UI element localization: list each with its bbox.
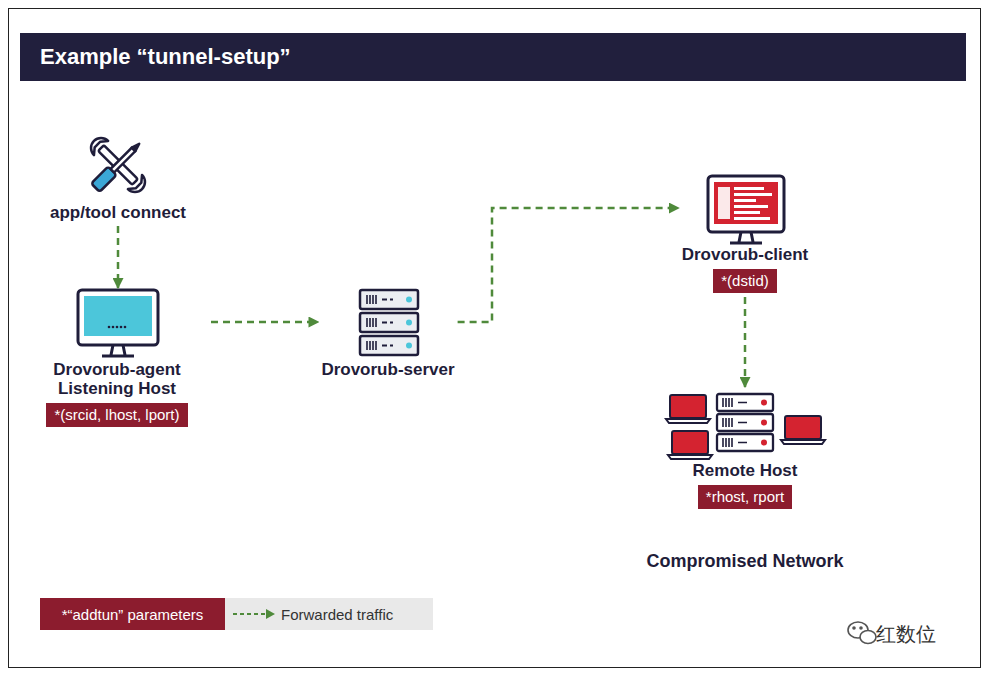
tools-icon	[87, 134, 149, 196]
title-bar	[20, 33, 966, 81]
legend-entry: *“addtun” parameters	[40, 598, 225, 630]
watermark: 红数位	[876, 621, 936, 648]
remote-host-node: Remote Host *rhost, rport	[693, 386, 798, 509]
parameter-tag: *rhost, rport	[698, 485, 792, 509]
remote-host-icon	[666, 394, 825, 459]
frame-border	[9, 9, 981, 668]
client-monitor-icon	[708, 176, 784, 243]
server-node: Drovorub-server	[321, 288, 454, 379]
node-name: Remote Host	[693, 461, 798, 480]
node-name: app/tool connect	[50, 203, 186, 222]
client-node: Drovorub-client *(dstid)	[682, 174, 809, 293]
monitor-icon	[78, 290, 158, 356]
network-region: Compromised Network Drovorub-client *(dsti…	[545, 160, 945, 571]
node-name: Drovorub-server	[321, 360, 454, 379]
parameter-tag: *(dstid)	[713, 269, 777, 293]
legend-text: *“addtun” parameters	[62, 606, 204, 623]
diagram-title: Example “tunnel-setup”	[40, 33, 291, 81]
node-name: Drovorub-agent Listening Host	[26, 360, 208, 398]
tool-node: app/tool connect	[50, 135, 186, 222]
parameter-tag: *(srcid, lhost, lport)	[46, 403, 187, 427]
traffic-arrow	[458, 208, 679, 322]
legend-box: *“addtun” parameters Forwarded traffic	[40, 598, 433, 630]
traffic-arrow	[744, 297, 747, 387]
legend-entry: Forwarded traffic	[225, 598, 393, 630]
legend-text: Forwarded traffic	[281, 606, 393, 623]
traffic-arrow	[211, 321, 318, 324]
legend-line-sample	[231, 607, 277, 621]
legend-swatch: *“addtun” parameters	[40, 598, 225, 630]
node-name: Drovorub-client	[682, 245, 809, 264]
traffic-arrow	[117, 226, 120, 288]
watermark-holder: 红数位	[876, 621, 936, 648]
node-name: Compromised Network	[545, 551, 945, 571]
title-holder: Example “tunnel-setup”	[40, 33, 291, 81]
server-icon	[360, 290, 418, 355]
agent-host-node: Drovorub-agent Listening Host *(srcid, lh…	[26, 287, 208, 427]
watermark-icon	[848, 622, 876, 644]
